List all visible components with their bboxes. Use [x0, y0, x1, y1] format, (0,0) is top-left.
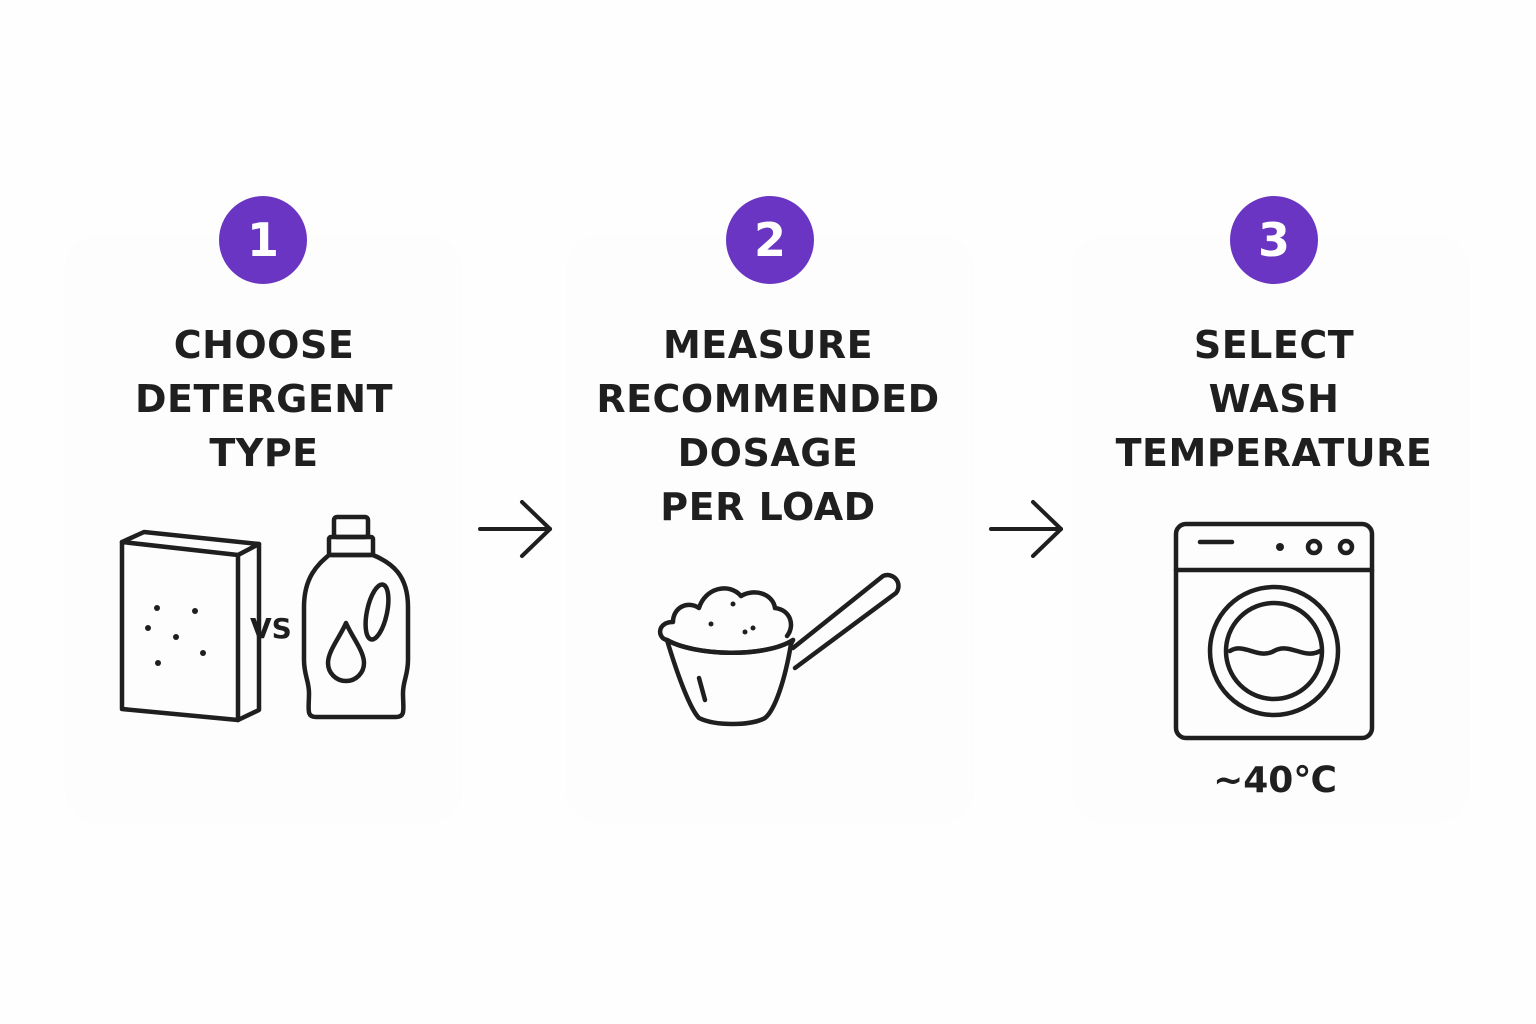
step-2-title: MEASURE RECOMMENDED DOSAGE PER LOAD [568, 318, 968, 534]
step-3-card [1073, 236, 1468, 822]
step-2-title-line: MEASURE [662, 323, 874, 367]
step-2-card [567, 236, 973, 822]
powder-box-icon [119, 529, 262, 723]
step-3-title-line: WASH [1208, 377, 1340, 421]
step-3-title-line: TEMPERATURE [1115, 431, 1433, 475]
step-1-title: CHOOSE DETERGENT TYPE [64, 318, 464, 480]
step-1-title-line: DETERGENT [134, 377, 393, 421]
versus-label: VS [250, 612, 292, 645]
step-2-title-line: RECOMMENDED [596, 377, 940, 421]
washing-machine-icon [1173, 521, 1375, 741]
liquid-bottle-icon [301, 514, 411, 720]
step-1-title-line: TYPE [209, 431, 319, 475]
step-1-number-badge: 1 [219, 196, 307, 284]
step-2-title-line: PER LOAD [660, 485, 876, 529]
step-2-number-badge: 2 [726, 196, 814, 284]
step-2-title-line: DOSAGE [677, 431, 859, 475]
arrow-right-icon [478, 500, 552, 558]
step-3-number-badge: 3 [1230, 196, 1318, 284]
arrow-right-icon [989, 500, 1063, 558]
step-1-card [66, 236, 461, 822]
wash-temperature-label: ~40℃ [1213, 760, 1337, 801]
powder-box-vs-liquid-bottle-icon [119, 514, 411, 723]
step-3-title: SELECT WASH TEMPERATURE [1074, 318, 1474, 480]
measuring-scoop-icon [658, 572, 901, 727]
step-1-title-line: CHOOSE [173, 323, 355, 367]
step-3-title-line: SELECT [1193, 323, 1355, 367]
